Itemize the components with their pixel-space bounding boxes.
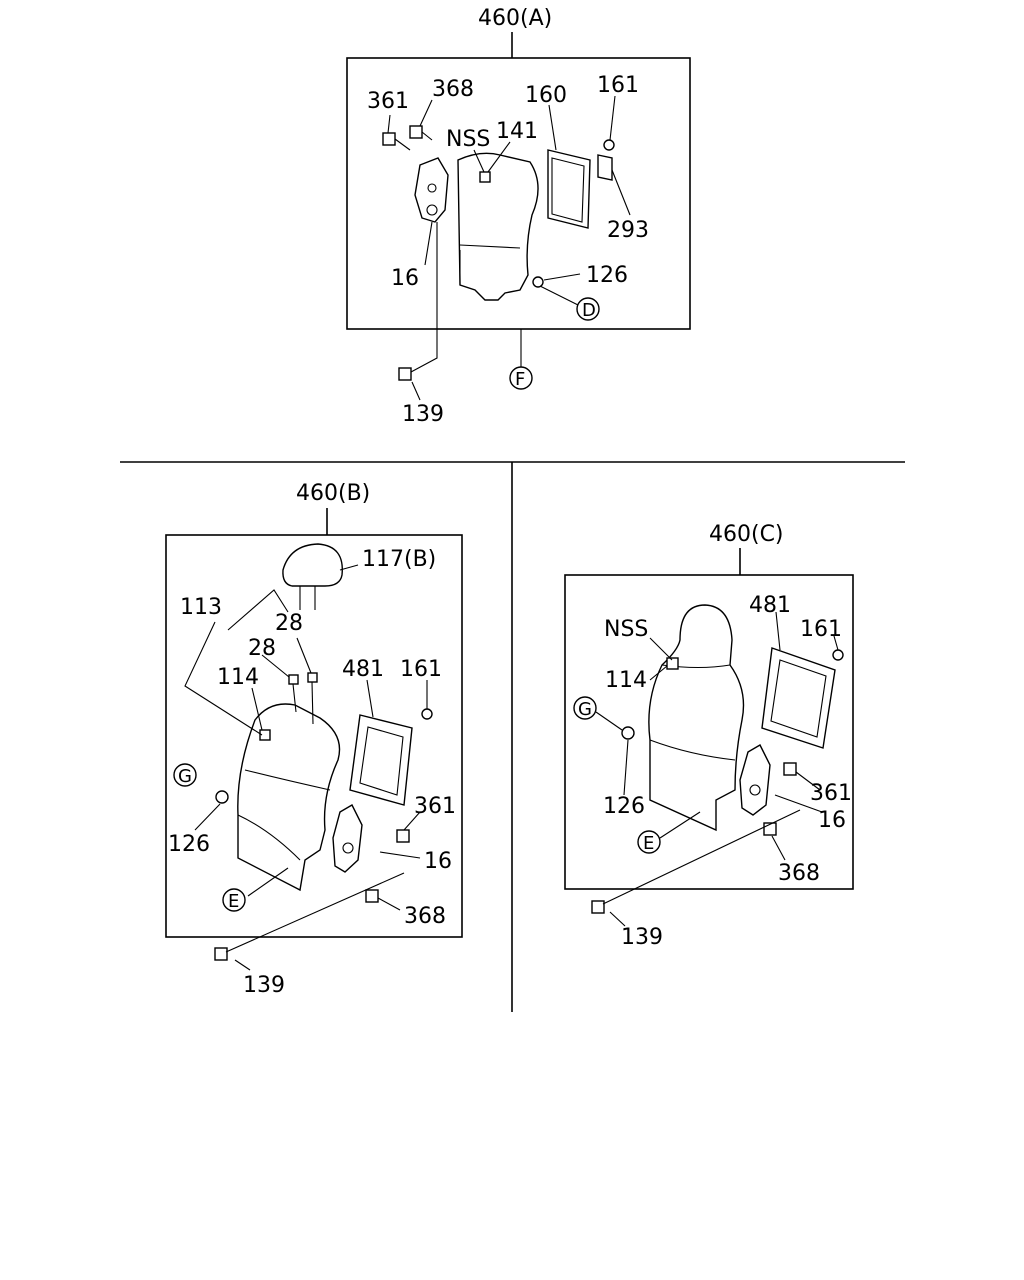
callout-368: 368 [432, 77, 474, 102]
screw-161 [603, 139, 615, 151]
panel-c-frame [564, 574, 854, 890]
bolt-139-b [214, 947, 228, 961]
bracket-293 [597, 154, 613, 181]
bolt-361-c [783, 762, 797, 776]
panel-b-frame [165, 534, 463, 938]
recliner-16-b [332, 804, 363, 873]
callout-368: 368 [404, 904, 446, 929]
ref-g: G [578, 699, 592, 720]
callout-481: 481 [749, 593, 791, 618]
label-114 [259, 729, 271, 741]
recliner-16 [414, 157, 449, 223]
callout-368: 368 [778, 861, 820, 886]
seat-back-b [237, 703, 341, 892]
recliner-16-c [739, 744, 771, 816]
callout-nss: NSS [446, 127, 490, 152]
callout-481: 481 [342, 657, 384, 682]
ref-circle-e-c [637, 830, 661, 854]
callout-114: 114 [605, 668, 647, 693]
clip-126-b [215, 790, 229, 804]
callout-139: 139 [402, 402, 444, 427]
ref-e: E [228, 891, 239, 912]
ref-circle-g-c [573, 696, 597, 720]
ref-f: F [515, 369, 525, 390]
clip-126-c [621, 726, 635, 740]
callout-161: 161 [597, 73, 639, 98]
seat-back-c [648, 604, 745, 832]
panel-a-title: 460(A) [478, 6, 552, 31]
screw-161-b [421, 708, 433, 720]
label-114-c [666, 657, 679, 670]
panel-c: 460(C) 481 NSS 161 11 [564, 522, 854, 950]
bolt-361 [382, 132, 396, 146]
clip-126 [532, 276, 544, 288]
callout-16: 16 [818, 808, 846, 833]
panel-b: 460(B) [165, 481, 463, 998]
panel-a-frame [346, 57, 691, 330]
bolt-361-b [396, 829, 410, 843]
callout-28-lower: 28 [248, 636, 276, 661]
ref-circle-d [576, 297, 600, 321]
callout-nss: NSS [604, 617, 648, 642]
callout-293: 293 [607, 218, 649, 243]
ref-e: E [643, 833, 654, 854]
callout-126: 126 [168, 832, 210, 857]
callout-114: 114 [217, 665, 259, 690]
callout-361: 361 [810, 781, 852, 806]
ref-d: D [582, 300, 596, 321]
guide-28-right [307, 672, 318, 683]
callout-161: 161 [800, 617, 842, 642]
pad-160 [547, 149, 591, 229]
callout-161: 161 [400, 657, 442, 682]
ref-circle-g-b [173, 763, 197, 787]
ref-g: G [178, 766, 192, 787]
bolt-139 [398, 367, 412, 381]
callout-361: 361 [367, 89, 409, 114]
panel-a: 460(A) [346, 6, 691, 427]
frame-481-c [761, 647, 836, 749]
headrest-117 [282, 543, 343, 587]
callout-126: 126 [603, 794, 645, 819]
bolt-368 [409, 125, 423, 139]
callout-16: 16 [424, 849, 452, 874]
callout-361: 361 [414, 794, 456, 819]
panel-b-title: 460(B) [296, 481, 370, 506]
panel-c-title: 460(C) [709, 522, 784, 547]
callout-126: 126 [586, 263, 628, 288]
callout-113: 113 [180, 595, 222, 620]
ref-circle-f [509, 366, 533, 390]
guide-28-left [288, 674, 299, 685]
frame-481 [349, 714, 413, 806]
callout-28-upper: 28 [275, 611, 303, 636]
callout-139: 139 [621, 925, 663, 950]
ref-circle-e-b [222, 888, 246, 912]
callout-141: 141 [496, 119, 538, 144]
screw-161-c [832, 649, 844, 661]
callout-117b: 117(B) [362, 547, 436, 572]
callout-16: 16 [391, 266, 419, 291]
callout-160: 160 [525, 83, 567, 108]
bolt-368-b [365, 889, 379, 903]
callout-139: 139 [243, 973, 285, 998]
bolt-139-c [591, 900, 605, 914]
seat-back-cover [457, 152, 539, 301]
nss-tag [479, 171, 491, 183]
